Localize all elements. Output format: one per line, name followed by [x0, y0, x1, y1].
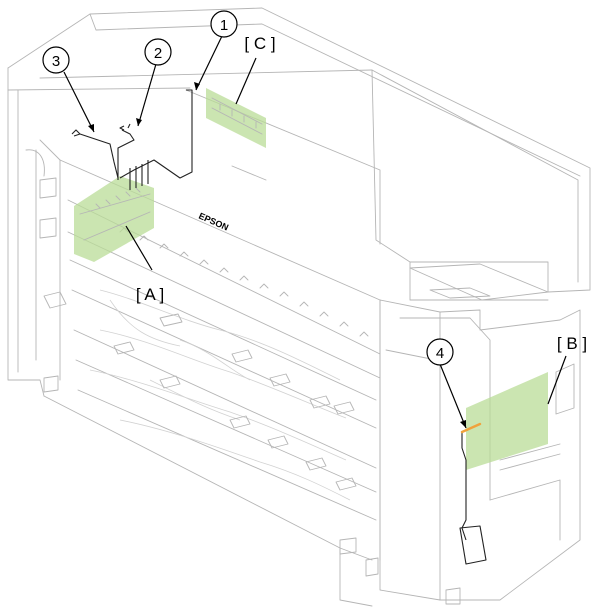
area-a-highlight — [74, 176, 154, 262]
callout-4: 4 — [426, 338, 454, 366]
leader-lines — [63, 35, 567, 429]
cable-2 — [117, 129, 135, 180]
callout-3-number: 3 — [52, 53, 60, 70]
callout-1: 1 — [210, 10, 238, 38]
area-c-highlight — [206, 88, 266, 148]
callout-2: 2 — [144, 38, 172, 66]
printer-body — [7, 7, 591, 607]
cable-3 — [73, 133, 119, 179]
area-a-label: [ A ] — [136, 285, 164, 304]
area-b-label: [ B ] — [557, 334, 587, 353]
brand-mark: EPSON — [197, 211, 230, 233]
area-c-label: [ C ] — [244, 34, 275, 53]
cable-4-highlight — [460, 422, 482, 434]
callout-3: 3 — [42, 46, 70, 74]
cables — [71, 89, 487, 565]
callout-1-number: 1 — [220, 17, 228, 34]
cable-1 — [119, 89, 193, 179]
callout-2-number: 2 — [154, 45, 162, 62]
highlight-areas — [74, 88, 548, 470]
area-b-highlight — [466, 372, 548, 470]
callout-4-number: 4 — [436, 345, 444, 362]
